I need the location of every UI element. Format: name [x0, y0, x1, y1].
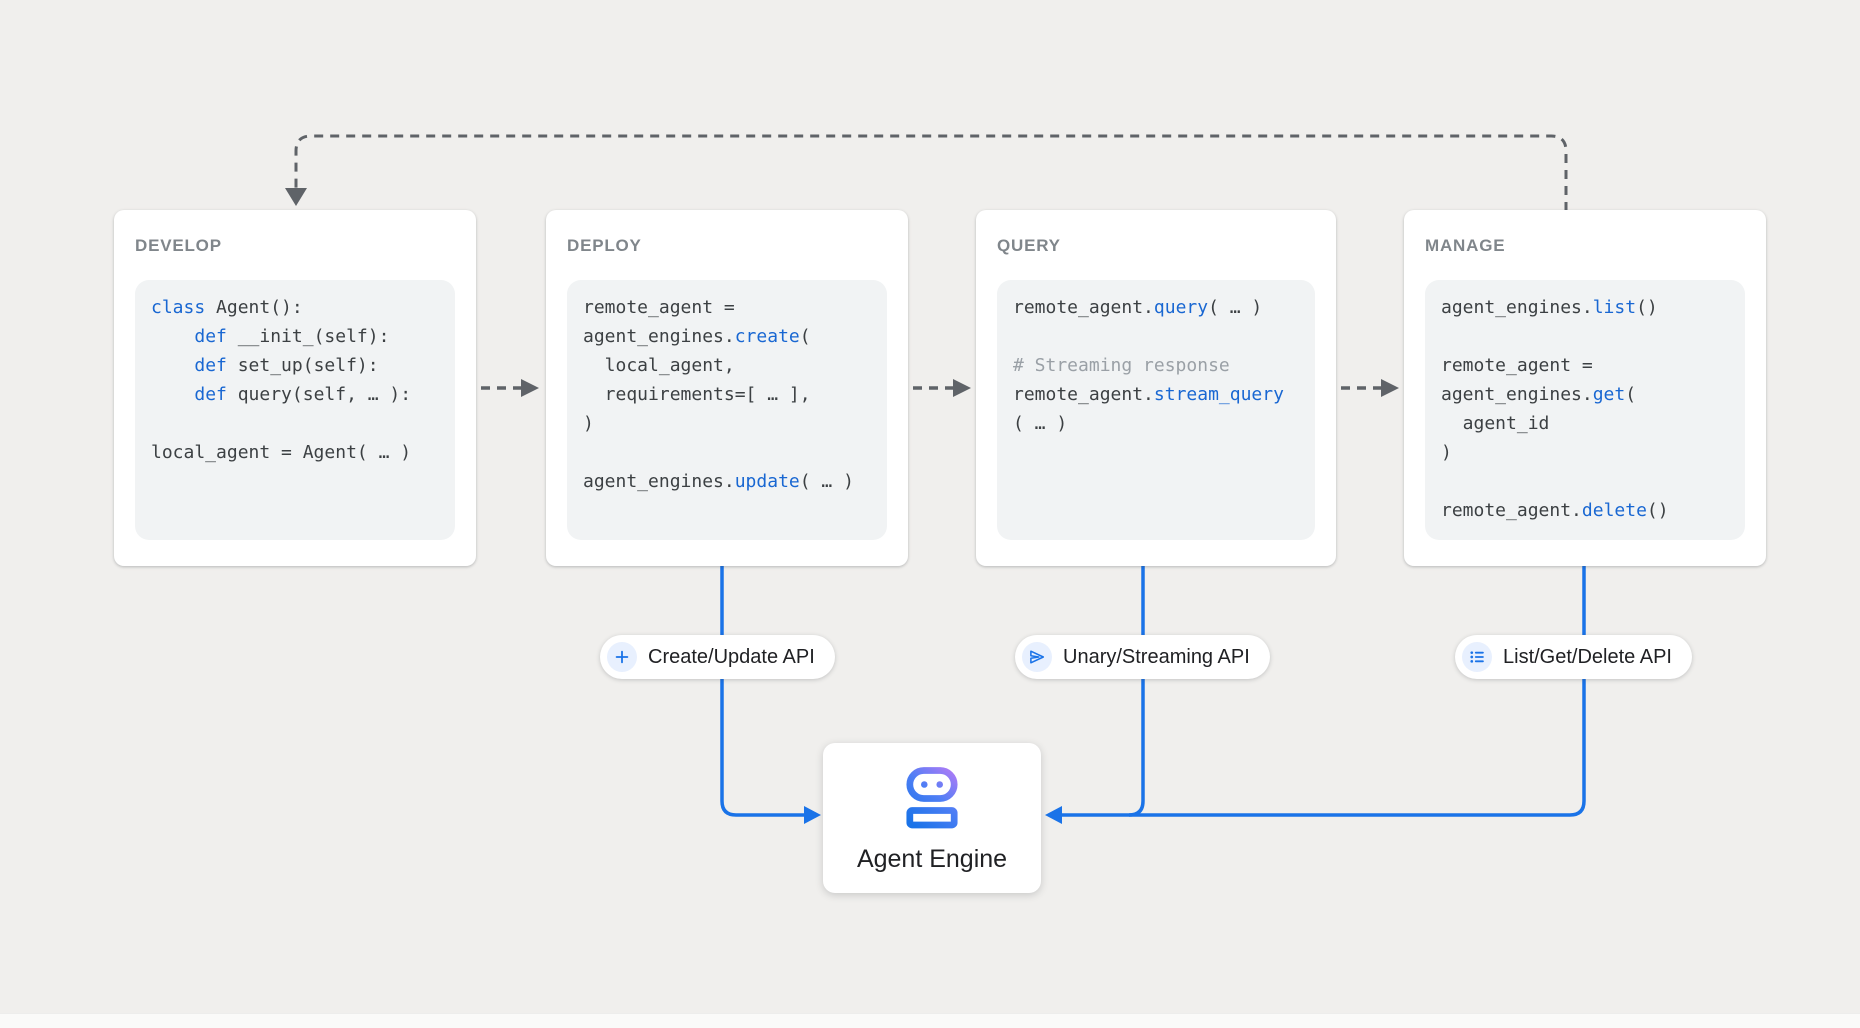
card-query-code-block: remote_agent.query( … ) # Streaming resp… [997, 280, 1315, 540]
query-engine-line [1128, 566, 1145, 817]
robot-icon [905, 766, 959, 834]
deploy-engine-arrowhead-icon [804, 806, 821, 824]
card-deploy: DEPLOY remote_agent =agent_engines.creat… [546, 210, 908, 566]
agent-engine-label: Agent Engine [856, 844, 1008, 873]
manage-engine-line [1062, 566, 1586, 817]
pill-create-update-api: Create/Update API [600, 635, 835, 679]
card-manage-code-block: agent_engines.list() remote_agent =agent… [1425, 280, 1745, 540]
feedback-arrowhead-icon [285, 188, 307, 206]
card-query-title: QUERY [997, 236, 1061, 255]
card-query: QUERY remote_agent.query( … ) # Streamin… [976, 210, 1336, 566]
plus-icon [607, 642, 637, 672]
develop-deploy-arrowhead-icon [521, 379, 539, 397]
list-icon [1462, 642, 1492, 672]
pill-list-get-delete-api-label: List/Get/Delete API [1503, 645, 1672, 668]
card-manage-title: MANAGE [1425, 236, 1506, 255]
pill-unary-streaming-api-label: Unary/Streaming API [1063, 645, 1250, 668]
pill-unary-streaming-api: Unary/Streaming API [1015, 635, 1270, 679]
card-develop-code-block: class Agent(): def __init_(self): def se… [135, 280, 455, 540]
card-develop-title: DEVELOP [135, 236, 222, 255]
card-deploy-code-block: remote_agent =agent_engines.create( loca… [567, 280, 887, 540]
card-develop: DEVELOP class Agent(): def __init_(self)… [114, 210, 476, 566]
card-deploy-title: DEPLOY [567, 236, 642, 255]
deploy-query-arrowhead-icon [953, 379, 971, 397]
pill-list-get-delete-api: List/Get/Delete API [1455, 635, 1692, 679]
agent-engine-node: Agent Engine [823, 743, 1041, 893]
feedback-dashed-line [294, 134, 1568, 211]
send-icon [1022, 642, 1052, 672]
pill-create-update-api-label: Create/Update API [648, 645, 815, 668]
manage-engine-arrowhead-icon [1045, 806, 1062, 824]
bottom-strip [0, 1013, 1860, 1028]
card-manage: MANAGE agent_engines.list() remote_agent… [1404, 210, 1766, 566]
deploy-engine-line [720, 566, 804, 817]
query-manage-arrowhead-icon [1381, 379, 1399, 397]
